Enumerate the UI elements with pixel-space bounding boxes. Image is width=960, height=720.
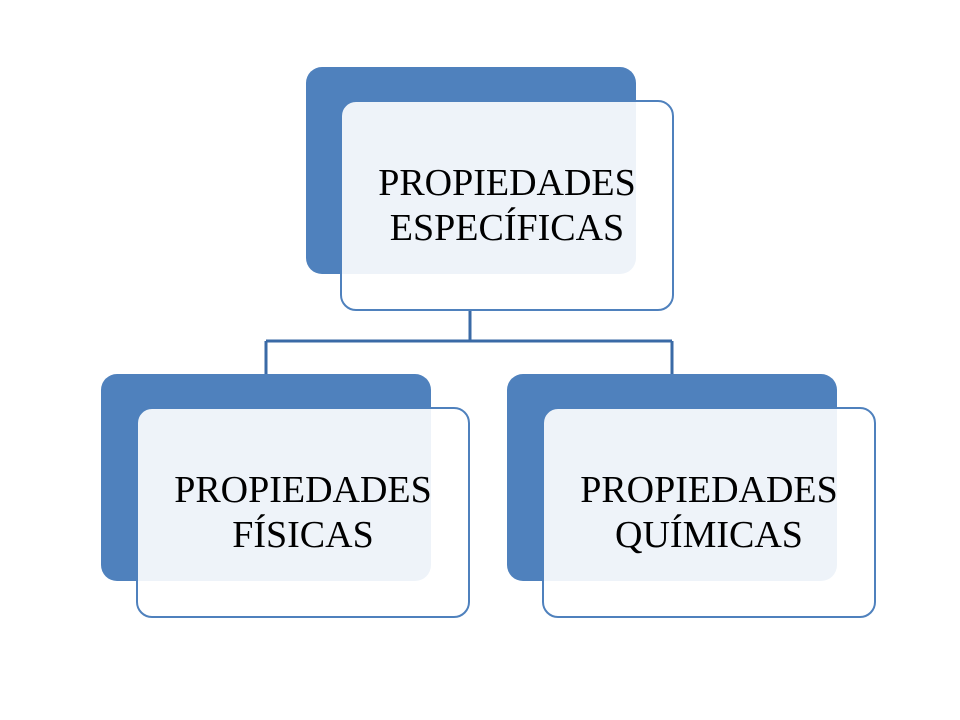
node-child-quimicas: PROPIEDADES QUÍMICAS [507, 374, 876, 618]
node-fisicas-line1: PROPIEDADES [174, 468, 432, 511]
node-fisicas-front: PROPIEDADES FÍSICAS [136, 407, 470, 618]
node-root-line2: ESPECÍFICAS [389, 206, 625, 249]
node-quimicas-line1: PROPIEDADES [580, 468, 838, 511]
node-child-fisicas: PROPIEDADES FÍSICAS [101, 374, 470, 618]
node-fisicas-text: PROPIEDADES FÍSICAS [174, 468, 432, 558]
node-root-line1: PROPIEDADES [378, 161, 636, 204]
node-fisicas-line2: FÍSICAS [232, 513, 374, 556]
node-quimicas-text: PROPIEDADES QUÍMICAS [580, 468, 838, 558]
node-root-front: PROPIEDADES ESPECÍFICAS [340, 100, 674, 311]
node-root-text: PROPIEDADES ESPECÍFICAS [378, 161, 636, 251]
node-quimicas-line2: QUÍMICAS [615, 513, 803, 556]
node-root: PROPIEDADES ESPECÍFICAS [306, 67, 674, 311]
node-quimicas-front: PROPIEDADES QUÍMICAS [542, 407, 876, 618]
